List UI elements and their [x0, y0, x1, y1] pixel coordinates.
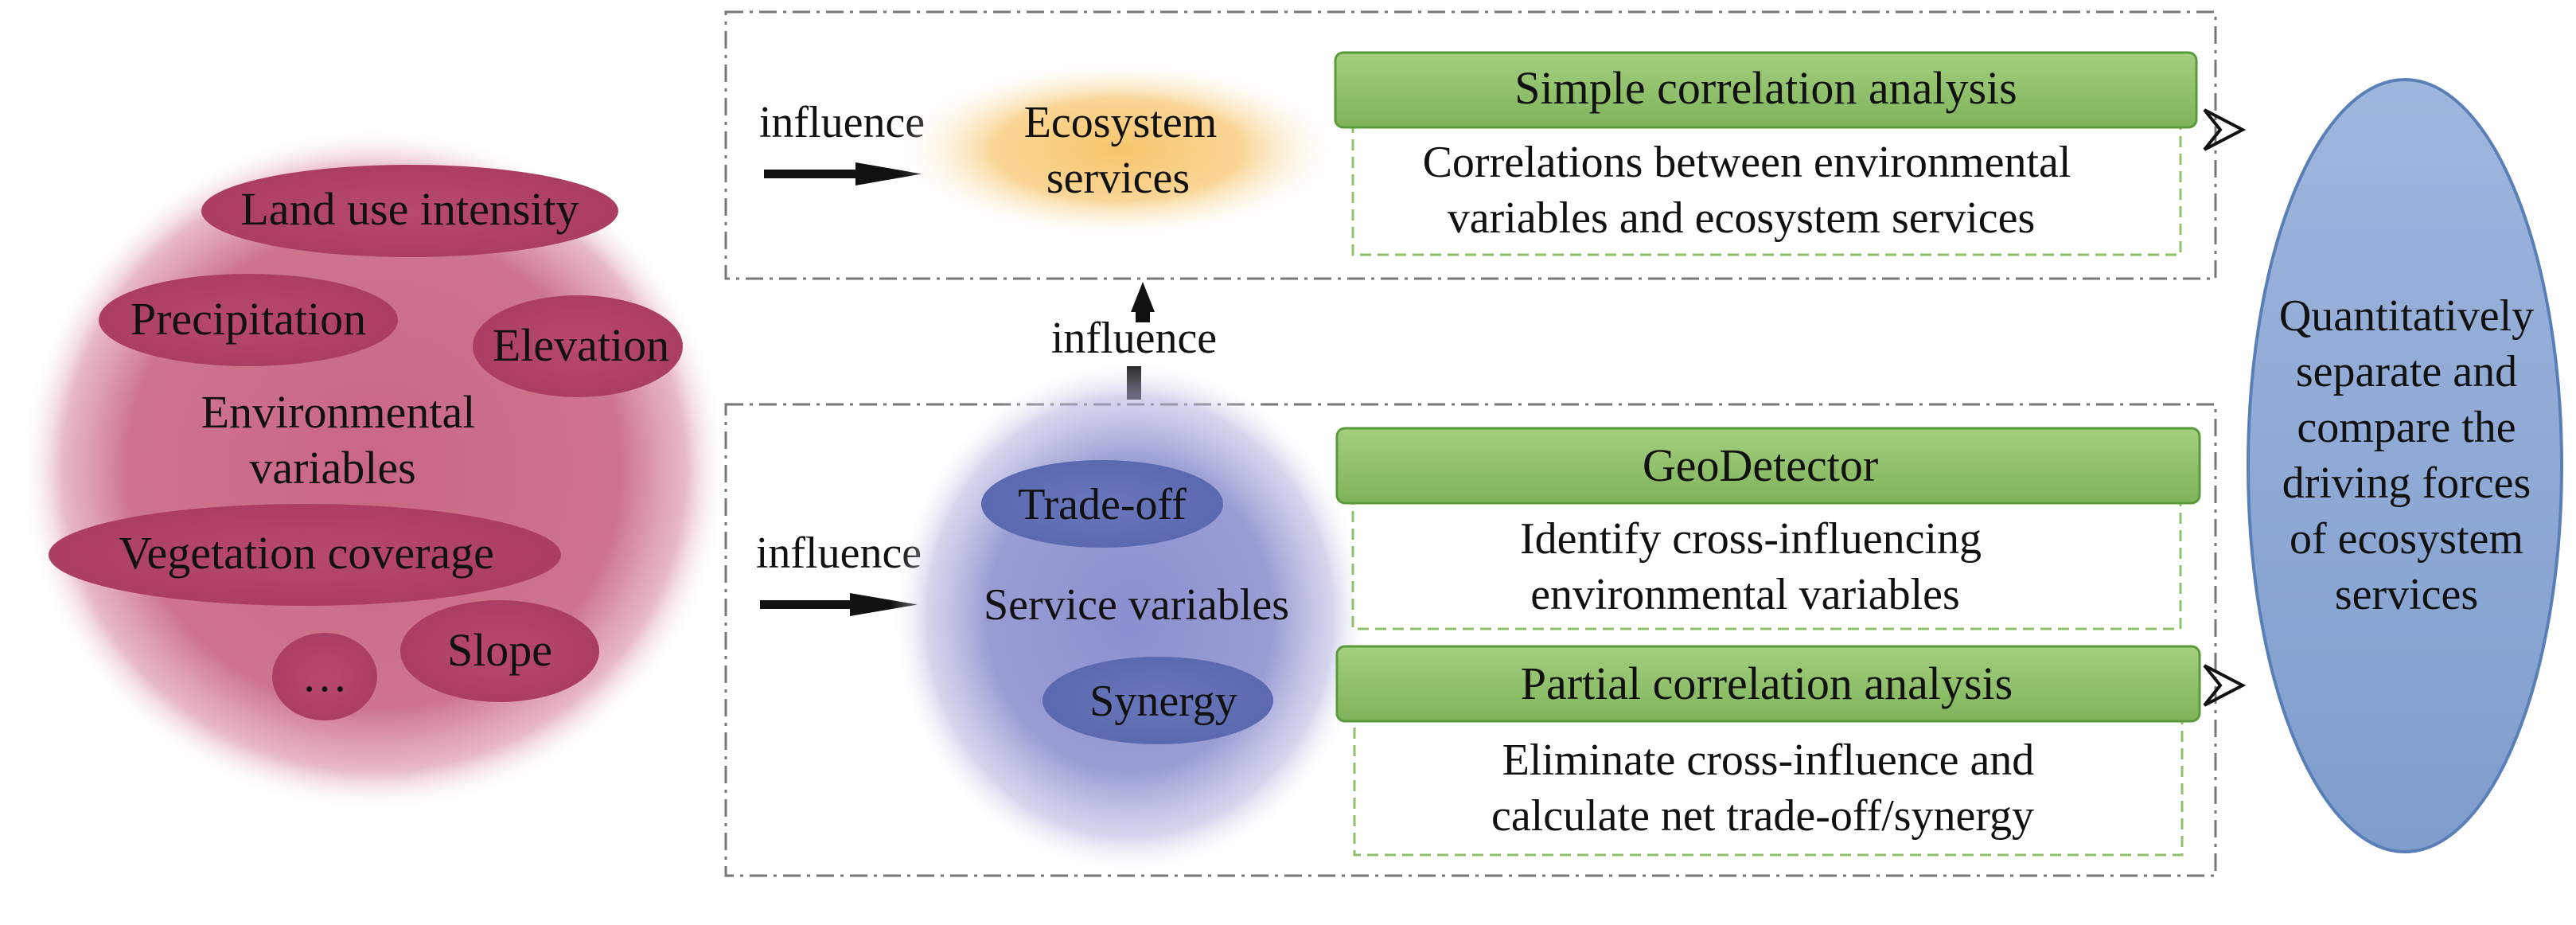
conclusion-line1: Quantitatively	[2279, 291, 2534, 341]
service-item-synergy: Synergy	[1089, 677, 1237, 726]
geodetector-header	[1335, 427, 2201, 505]
conclusion-line3: compare the	[2297, 403, 2516, 452]
environmental-title-line2: variables	[249, 442, 415, 494]
method-geodetector: GeoDetector Identify cross-influencing e…	[1335, 427, 2201, 630]
service-item-tradeoff-bg	[981, 460, 1223, 548]
env-item-slope: Slope	[447, 624, 552, 676]
bottom-frame	[724, 403, 2217, 877]
influence-label-middle: influence	[1051, 314, 1217, 363]
geodetector-desc-box	[1351, 498, 2182, 630]
ecosystem-line2: services	[1046, 154, 1190, 203]
arrow-influence-top: influence	[759, 98, 925, 185]
conclusion-line2: separate and	[2296, 347, 2517, 396]
chevron-right-icon	[2203, 108, 2247, 151]
env-item-land-use: Land use intensity	[240, 183, 579, 235]
env-item-more: …	[302, 650, 348, 701]
conclusion-line5: of ecosystem	[2290, 514, 2523, 564]
ecosystem-line1: Ecosystem	[1024, 98, 1218, 147]
env-item-slope-bg	[400, 600, 599, 702]
ecosystem-services-group: Ecosystem services	[891, 58, 1345, 241]
conclusion-line6: services	[2335, 570, 2478, 619]
partial-correlation-desc-line2: calculate net trade-off/synergy	[1491, 791, 2034, 841]
influence-label-bottom: influence	[756, 529, 922, 578]
service-item-synergy-bg	[1042, 657, 1273, 744]
geodetector-title: GeoDetector	[1643, 439, 1878, 491]
chevron-right-icon	[2203, 664, 2247, 707]
simple-correlation-desc-line2: variables and ecosystem services	[1448, 193, 2036, 243]
conclusion-group: Quantitatively separate and compare the …	[2247, 78, 2563, 853]
env-item-elevation: Elevation	[493, 319, 669, 371]
env-item-vegetation: Vegetation coverage	[119, 527, 494, 579]
service-variables-group: Trade-off Service variables Synergy	[891, 358, 1369, 876]
env-item-precipitation: Precipitation	[131, 293, 366, 345]
conclusion-ellipse	[2247, 78, 2563, 853]
method-partial-correlation: Partial correlation analysis Eliminate c…	[1335, 645, 2201, 857]
method-simple-correlation: Simple correlation analysis Correlations…	[1334, 51, 2198, 256]
ecosystem-glow	[891, 58, 1345, 241]
simple-correlation-header	[1334, 51, 2198, 129]
env-item-vegetation-bg	[49, 504, 561, 606]
partial-correlation-header	[1335, 645, 2201, 723]
environmental-title-line1: Environmental	[201, 386, 476, 438]
arrow-influence-bottom: influence	[756, 529, 922, 616]
partial-correlation-desc-line1: Eliminate cross-influence and	[1502, 736, 2035, 785]
service-item-tradeoff: Trade-off	[1018, 480, 1187, 529]
environmental-variables-group: Land use intensity Precipitation Elevati…	[20, 127, 728, 812]
partial-correlation-desc-box	[1353, 716, 2184, 857]
env-item-land-use-bg	[201, 165, 618, 257]
top-frame	[724, 10, 2217, 280]
env-item-precipitation-bg	[99, 274, 398, 366]
simple-correlation-title: Simple correlation analysis	[1514, 62, 2017, 114]
conclusion-line4: driving forces	[2282, 459, 2531, 508]
env-item-more-bg	[272, 633, 377, 720]
simple-correlation-desc-line1: Correlations between environmental	[1423, 138, 2071, 187]
geodetector-desc-line1: Identify cross-influencing	[1520, 514, 1982, 564]
partial-correlation-title: Partial correlation analysis	[1521, 658, 2013, 709]
service-variables-label: Service variables	[984, 580, 1289, 630]
env-item-elevation-bg	[473, 295, 683, 397]
geodetector-desc-line2: environmental variables	[1530, 570, 1960, 619]
